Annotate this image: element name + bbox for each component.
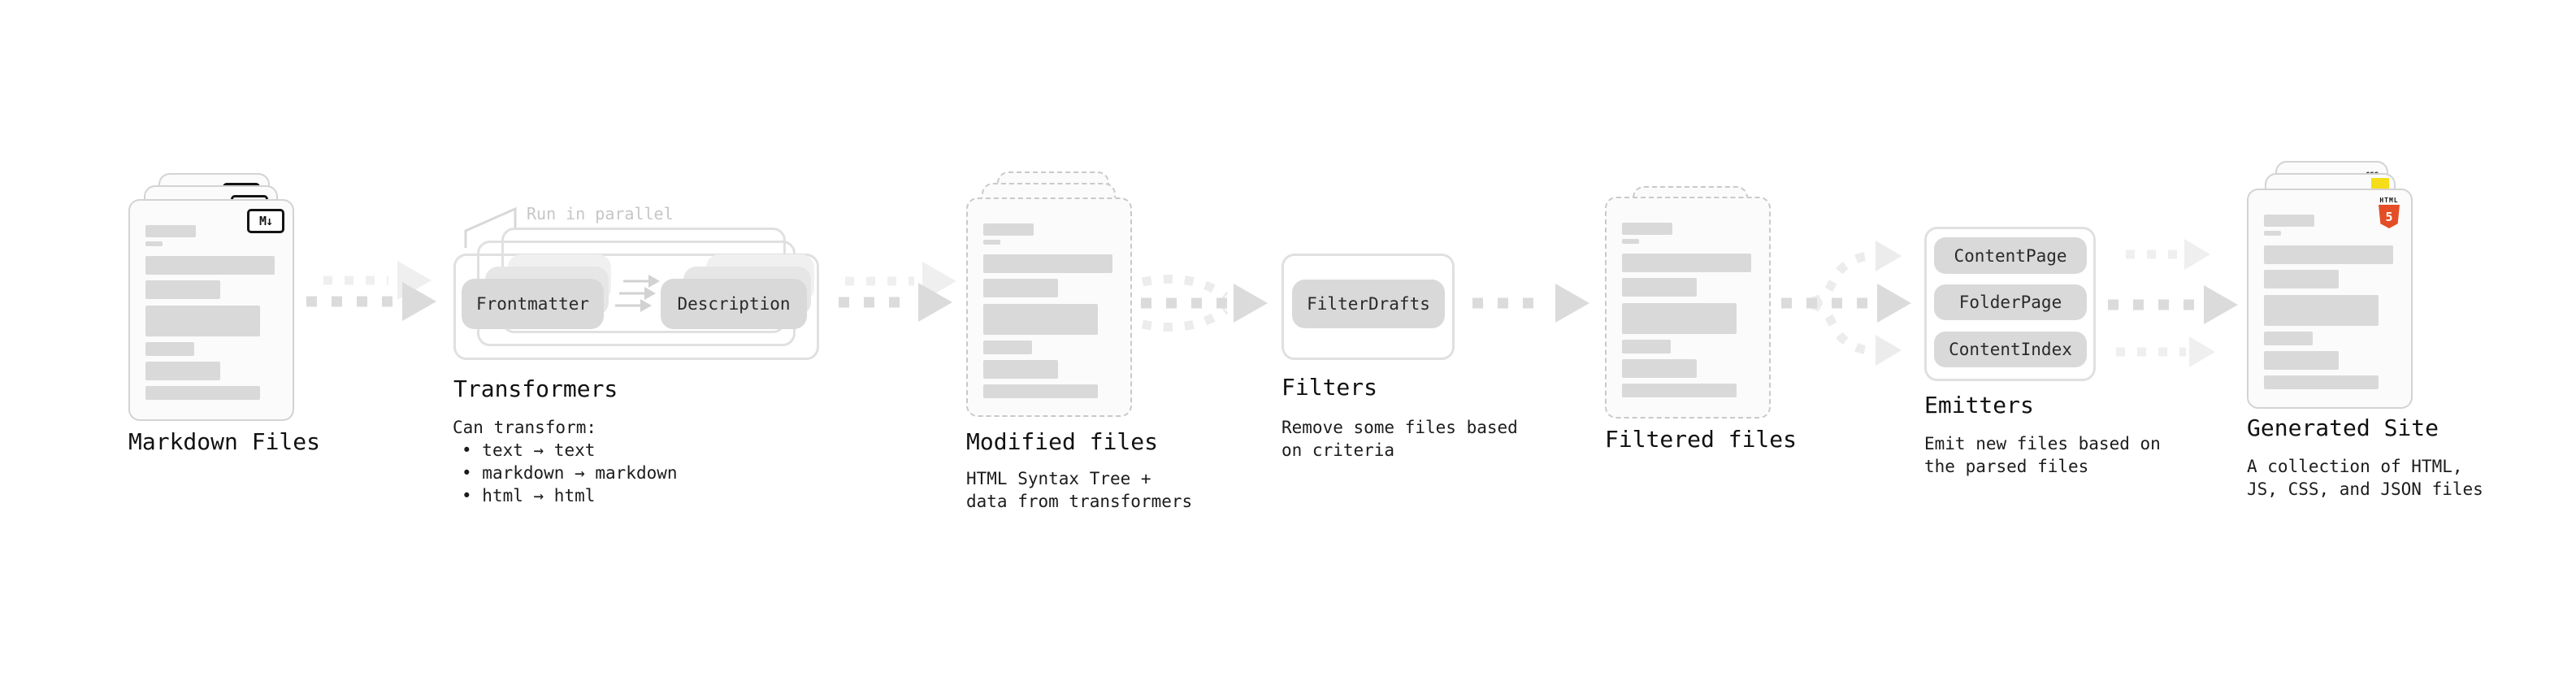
can-transform-line: Can transform: <box>453 418 597 437</box>
transform-bullet-list: text → text markdown → markdown html → h… <box>453 439 678 507</box>
filtered-files-title: Filtered files <box>1605 426 1798 453</box>
text-placeholder-bar <box>145 280 221 299</box>
text-placeholder-bar <box>2264 375 2379 389</box>
description-line: Remove some files based <box>1281 418 1518 437</box>
arrow-emitters-to-generated-icon <box>2108 239 2238 367</box>
text-placeholder-bar <box>145 362 221 380</box>
filters-title: Filters <box>1281 374 1378 401</box>
frontmatter-pill: Frontmatter <box>462 279 604 329</box>
markdown-file-card: M↓ <box>128 199 294 421</box>
text-placeholder-bar <box>145 241 163 246</box>
text-placeholder-bar <box>2264 295 2379 326</box>
html5-icon: HTML 5 <box>2377 197 2401 228</box>
generated-site-stack: CSS HTML 5 <box>2247 159 2446 411</box>
text-placeholder-bar <box>2264 215 2314 227</box>
document-content-placeholder <box>1607 198 1769 397</box>
text-placeholder-bar <box>2264 351 2340 370</box>
contentpage-pill: ContentPage <box>1934 237 2087 274</box>
emitters-description: Emit new files based on the parsed files <box>1924 432 2161 478</box>
description-pill: Description <box>661 279 807 329</box>
transformer-frame-front <box>453 254 819 360</box>
text-placeholder-bar <box>2264 332 2313 345</box>
document-content-placeholder <box>2249 190 2411 389</box>
generated-site-title: Generated Site <box>2247 414 2439 441</box>
text-placeholder-bar <box>1622 239 1640 244</box>
text-placeholder-bar <box>145 256 275 275</box>
text-placeholder-bar <box>1622 359 1698 378</box>
text-placeholder-bar <box>145 225 196 237</box>
description-line: Emit new files based on <box>1924 434 2161 453</box>
text-placeholder-bar <box>1622 223 1672 235</box>
html5-icon-label: HTML <box>2379 197 2399 204</box>
description-line: A collection of HTML, <box>2247 457 2463 476</box>
document-content-placeholder <box>130 201 293 400</box>
markdown-files-stack: M↓ M↓ M↓ <box>128 171 327 423</box>
html5-icon-shield: 5 <box>2379 205 2400 228</box>
text-placeholder-bar <box>145 386 260 400</box>
text-placeholder-bar <box>145 342 194 356</box>
html-file-card: HTML 5 <box>2247 189 2413 409</box>
text-placeholder-bar <box>2264 245 2393 264</box>
filtered-files-stack <box>1605 184 1804 428</box>
text-placeholder-bar <box>983 223 1034 236</box>
modified-files-stack <box>966 170 1165 422</box>
contentindex-pill: ContentIndex <box>1934 332 2087 367</box>
js-icon <box>2371 178 2389 189</box>
arrow-filters-to-filtered-icon <box>1472 284 1589 323</box>
text-placeholder-bar <box>1622 384 1737 397</box>
text-placeholder-bar <box>1622 303 1737 334</box>
folderpage-pill: FolderPage <box>1934 284 2087 320</box>
description-line: JS, CSS, and JSON files <box>2247 479 2483 499</box>
text-placeholder-bar <box>983 240 1001 245</box>
text-placeholder-bar <box>1622 278 1698 297</box>
modified-file-card <box>966 197 1132 417</box>
transform-bullet: html → html <box>453 484 678 507</box>
text-placeholder-bar <box>2264 270 2340 288</box>
text-placeholder-bar <box>2264 231 2282 236</box>
markdown-files-title: Markdown Files <box>128 428 321 455</box>
markdown-icon: M↓ <box>247 209 284 233</box>
text-placeholder-bar <box>145 306 260 336</box>
text-placeholder-bar <box>1622 340 1671 354</box>
text-placeholder-bar <box>983 360 1059 379</box>
transformers-description: Can transform: text → text markdown → ma… <box>453 416 678 507</box>
filterdrafts-pill: FilterDrafts <box>1292 280 1445 328</box>
text-placeholder-bar <box>983 254 1112 273</box>
document-content-placeholder <box>968 199 1130 398</box>
run-in-parallel-annotation: Run in parallel <box>527 204 674 223</box>
transformers-title: Transformers <box>453 375 618 402</box>
emitters-title: Emitters <box>1924 392 2034 419</box>
transform-bullet: text → text <box>453 439 678 462</box>
filters-description: Remove some files based on criteria <box>1281 416 1518 462</box>
modified-files-title: Modified files <box>966 428 1159 455</box>
modified-files-description: HTML Syntax Tree + data from transformer… <box>966 467 1192 513</box>
text-placeholder-bar <box>983 279 1059 297</box>
description-line: data from transformers <box>966 492 1193 511</box>
text-placeholder-bar <box>983 340 1032 354</box>
filtered-file-card <box>1605 197 1771 419</box>
description-line: HTML Syntax Tree + <box>966 469 1151 488</box>
arrow-transformers-to-modified-icon <box>839 262 956 322</box>
text-placeholder-bar <box>983 384 1098 398</box>
transform-bullet: markdown → markdown <box>453 462 677 484</box>
text-placeholder-bar <box>1622 254 1751 272</box>
description-line: the parsed files <box>1924 457 2089 476</box>
text-placeholder-bar <box>983 304 1098 335</box>
generated-site-description: A collection of HTML, JS, CSS, and JSON … <box>2247 455 2483 501</box>
description-line: on criteria <box>1281 440 1395 460</box>
